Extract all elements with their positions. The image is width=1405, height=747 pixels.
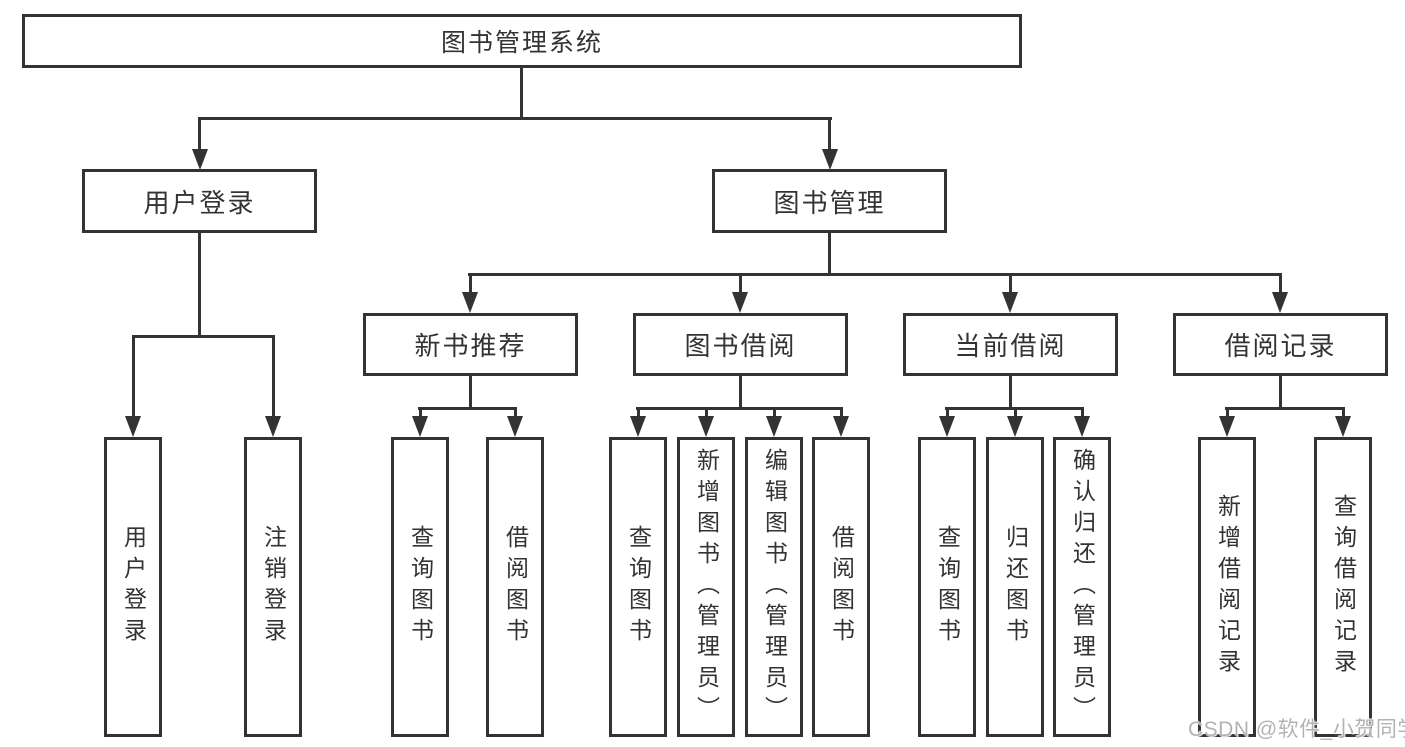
node-label: 查询图书	[407, 525, 434, 649]
node-return-books: 归还图书	[986, 437, 1044, 737]
arrowhead	[1002, 292, 1018, 313]
arrowhead	[1007, 416, 1023, 437]
node-label: 编辑图书（管理员）	[761, 447, 788, 727]
edge-borrow-records-stub	[1279, 376, 1282, 407]
arrowhead	[192, 149, 208, 170]
node-add-borrow-record: 新增借阅记录	[1198, 437, 1256, 737]
edge-root-bar	[198, 117, 832, 120]
edge-drop-leaf	[1081, 407, 1084, 416]
node-edit-book-admin: 编辑图书（管理员）	[745, 437, 803, 737]
node-label: 新增借阅记录	[1214, 494, 1241, 680]
edge-new-book-stub	[469, 376, 472, 407]
edge-drop-user-login	[198, 117, 201, 149]
edge-drop-borrow-records	[1279, 273, 1282, 293]
edge-drop-leaf	[1014, 407, 1017, 416]
node-label: 确认归还（管理员）	[1069, 447, 1096, 727]
arrowhead	[732, 292, 748, 313]
edge-root-stub	[520, 68, 523, 117]
node-label: 查询借阅记录	[1330, 494, 1357, 680]
edge-drop-leaf	[419, 407, 422, 416]
edge-drop-leaf	[1342, 407, 1345, 416]
edge-drop-leaf	[1226, 407, 1229, 416]
node-borrowing-records: 借阅记录	[1173, 313, 1388, 376]
arrowhead	[698, 416, 714, 437]
edge-drop-new-book	[469, 273, 472, 293]
node-book-borrowing: 图书借阅	[633, 313, 848, 376]
node-label: 借阅记录	[1224, 331, 1337, 361]
arrowhead	[1219, 416, 1235, 437]
watermark: CSDN @软件_小贺同学	[1188, 718, 1405, 741]
arrowhead	[1272, 292, 1288, 313]
node-query-books-borrowing: 查询图书	[609, 437, 667, 737]
node-label: 新书推荐	[414, 331, 527, 361]
node-logout: 注销登录	[244, 437, 302, 737]
edge-drop-leaf	[773, 407, 776, 416]
node-query-books-recommend: 查询图书	[391, 437, 449, 737]
node-label: 图书管理系统	[440, 29, 603, 57]
edge-user-login-stub	[198, 233, 201, 335]
edge-user-login-bar	[132, 335, 275, 338]
arrowhead	[630, 416, 646, 437]
node-confirm-return-admin: 确认归还（管理员）	[1053, 437, 1111, 737]
edge-borrow-records-bar	[1225, 407, 1345, 410]
node-label: 图书管理	[773, 187, 886, 218]
arrowhead	[462, 292, 478, 313]
edge-book-mgmt-bar	[468, 273, 1282, 276]
arrowhead	[412, 416, 428, 437]
edge-drop-leaf	[946, 407, 949, 416]
node-label: 查询图书	[934, 525, 961, 649]
node-borrow-books-recommend: 借阅图书	[486, 437, 544, 737]
node-label: 借阅图书	[502, 525, 529, 649]
arrowhead	[1335, 416, 1351, 437]
node-query-borrow-record: 查询借阅记录	[1314, 437, 1372, 737]
edge-drop-leaf	[705, 407, 708, 416]
edge-drop-current-borrow	[1009, 273, 1012, 293]
node-label: 用户登录	[120, 525, 147, 649]
edge-book-borrow-stub	[739, 376, 742, 407]
node-book-management: 图书管理	[712, 169, 947, 233]
arrowhead	[125, 416, 141, 437]
edge-current-borrow-stub	[1009, 376, 1012, 407]
node-new-book-recommend: 新书推荐	[363, 313, 578, 376]
edge-new-book-bar	[418, 407, 517, 410]
node-query-books-current: 查询图书	[918, 437, 976, 737]
edge-drop-book-borrow	[739, 273, 742, 293]
node-borrow-books-borrowing: 借阅图书	[812, 437, 870, 737]
node-library-system: 图书管理系统	[22, 14, 1022, 68]
node-label: 新增图书（管理员）	[693, 447, 720, 727]
edge-drop-logout-leaf	[272, 335, 275, 416]
node-label: 图书借阅	[684, 331, 797, 361]
edge-drop-leaf	[840, 407, 843, 416]
node-add-book-admin: 新增图书（管理员）	[677, 437, 735, 737]
node-label: 查询图书	[625, 525, 652, 649]
node-label: 注销登录	[260, 525, 287, 649]
node-label: 借阅图书	[828, 525, 855, 649]
arrowhead	[833, 416, 849, 437]
node-user-login: 用户登录	[82, 169, 317, 233]
arrowhead	[507, 416, 523, 437]
edge-book-borrow-bar	[636, 407, 843, 410]
node-label: 当前借阅	[954, 331, 1067, 361]
arrowhead	[265, 416, 281, 437]
edge-book-mgmt-stub	[828, 233, 831, 273]
edge-drop-leaf	[514, 407, 517, 416]
edge-drop-login-leaf	[132, 335, 135, 416]
node-label: 归还图书	[1002, 525, 1029, 649]
arrowhead	[1074, 416, 1090, 437]
edge-drop-book-mgmt	[828, 117, 831, 149]
arrowhead	[822, 149, 838, 170]
edge-drop-leaf	[637, 407, 640, 416]
node-current-borrowing: 当前借阅	[903, 313, 1118, 376]
arrowhead	[939, 416, 955, 437]
arrowhead	[766, 416, 782, 437]
node-label: 用户登录	[143, 187, 256, 218]
node-user-login-leaf: 用户登录	[104, 437, 162, 737]
